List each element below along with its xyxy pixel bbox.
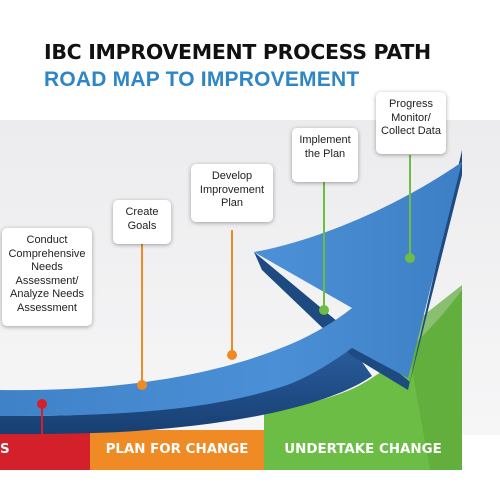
page-subtitle: ROAD MAP TO IMPROVEMENT xyxy=(44,68,360,91)
connector-dot-2 xyxy=(137,380,147,390)
step-callout-implement: Implement the Plan xyxy=(292,128,358,182)
step-1-line-3: Needs xyxy=(31,261,63,273)
page-title: IBC IMPROVEMENT PROCESS PATH xyxy=(44,40,431,64)
step-3-line-3: Plan xyxy=(220,197,244,209)
phase-label-undertake: UNDERTAKE CHANGE xyxy=(284,442,442,457)
step-5-line-3: Collect Data xyxy=(381,125,441,137)
step-callout-develop-plan: Develop Improvement Plan xyxy=(191,164,273,222)
step-1-line-2: Comprehensive xyxy=(8,247,86,260)
step-2-line-1: Create xyxy=(125,206,159,218)
arrow-top xyxy=(0,162,462,416)
phase-bar-orange xyxy=(90,430,264,470)
step-1-line-6: Assessment xyxy=(17,301,77,314)
step-4-line-1: Implement xyxy=(299,134,351,146)
step-5-line-2: Monitor/ xyxy=(391,111,431,124)
step-4-line-2: the Plan xyxy=(304,147,346,160)
phase-label-assess: S xyxy=(0,442,10,457)
step-callout-progress-monitor: Progress Monitor/ Collect Data xyxy=(376,92,446,154)
step-1-line-4: Assessment/ xyxy=(15,274,79,287)
step-1-line-1: Conduct xyxy=(26,234,68,246)
connector-dot-4 xyxy=(319,305,329,315)
connector-dot-3 xyxy=(227,350,237,360)
step-1-line-5: Analyze Needs xyxy=(10,288,84,300)
step-2-line-2: Goals xyxy=(127,219,157,232)
phase-label-plan: PLAN FOR CHANGE xyxy=(105,442,249,457)
step-3-line-1: Develop xyxy=(211,170,253,182)
step-callout-needs-assessment: Conduct Comprehensive Needs Assessment/ … xyxy=(2,228,92,326)
step-3-line-2: Improvement xyxy=(199,183,265,196)
phase-bar-red xyxy=(0,430,90,470)
arrow-side xyxy=(0,345,372,434)
connector-dot-1 xyxy=(37,399,47,409)
step-callout-create-goals: Create Goals xyxy=(113,200,171,244)
diagram-stage: S PLAN FOR CHANGE UNDERTAKE CHANGE Condu… xyxy=(0,92,500,500)
step-5-line-1: Progress xyxy=(388,98,434,110)
baseline-strip xyxy=(0,470,500,476)
header: IBC IMPROVEMENT PROCESS PATH ROAD MAP TO… xyxy=(0,0,500,120)
connector-dot-5 xyxy=(405,253,415,263)
green-slope xyxy=(264,290,462,470)
